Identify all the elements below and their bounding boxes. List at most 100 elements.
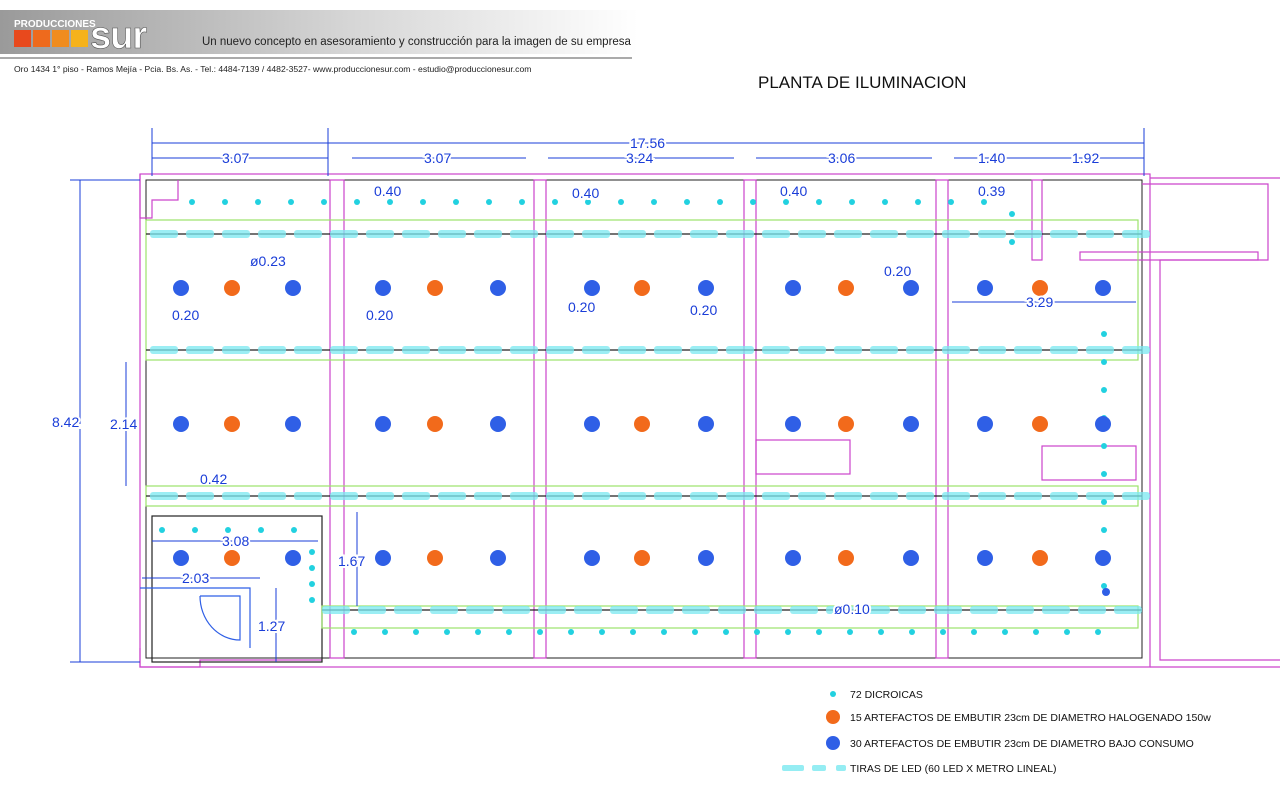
dicroica	[444, 629, 450, 635]
dicroica	[1101, 331, 1107, 337]
outer-wall	[139, 173, 1151, 668]
dicroica	[568, 629, 574, 635]
dicroica	[1009, 211, 1015, 217]
bajo-consumo-fixture	[698, 280, 714, 296]
led-strip-segment	[438, 230, 466, 238]
dicroica	[882, 199, 888, 205]
dicroica	[159, 527, 165, 533]
dim-seg4: 3.06	[828, 150, 855, 166]
halogen-fixture	[634, 550, 650, 566]
led-strip-segment	[1050, 492, 1078, 500]
dim-gap-d: 0.20	[690, 302, 717, 318]
led-strip-segment	[1122, 492, 1150, 500]
led-strip-segment	[538, 606, 566, 614]
led-strip-segment	[222, 492, 250, 500]
halogen-fixture	[427, 280, 443, 296]
walls	[139, 173, 1280, 668]
niche-2	[1041, 445, 1137, 481]
led-strip-segment	[942, 346, 970, 354]
legend-led-swatch-2	[812, 765, 826, 771]
led-strip-segment	[1078, 606, 1106, 614]
led-strip-segment	[186, 346, 214, 354]
dicroica	[785, 629, 791, 635]
bajo-consumo-fixture	[584, 416, 600, 432]
led-strip-segment	[150, 230, 178, 238]
dicroica	[1095, 629, 1101, 635]
logo-block-1	[14, 30, 31, 47]
bajo-consumo-fixture	[285, 416, 301, 432]
dicroica	[255, 199, 261, 205]
dicroica	[878, 629, 884, 635]
led-strip-segment	[618, 230, 646, 238]
fixtures	[173, 280, 1111, 596]
led-strip-segment	[790, 606, 818, 614]
dim-seg6: 1.92	[1072, 150, 1099, 166]
halogen-fixture	[224, 280, 240, 296]
bajo-consumo-fixture	[584, 550, 600, 566]
led-strip-segment	[438, 346, 466, 354]
dicroica	[909, 629, 915, 635]
header-band	[0, 10, 638, 54]
led-strip-segment	[798, 492, 826, 500]
niche-1	[755, 439, 851, 475]
logo-block-2	[33, 30, 50, 47]
dim-off2: 0.40	[572, 185, 599, 201]
led-strip-segment	[1014, 230, 1042, 238]
dicroica	[783, 199, 789, 205]
dicroica	[1101, 555, 1107, 561]
led-strip-segment	[510, 492, 538, 500]
inner-wall	[145, 179, 1143, 659]
led-strips	[150, 230, 1150, 614]
dim-seg3: 3.24	[626, 150, 653, 166]
dicroica	[849, 199, 855, 205]
led-strip-segment	[358, 606, 386, 614]
dicroica	[750, 199, 756, 205]
bottom-left-notch	[139, 648, 322, 668]
led-strip-segment	[510, 346, 538, 354]
dim-office-w: 3.08	[222, 533, 249, 549]
led-strip-segment	[582, 492, 610, 500]
dicroica	[387, 199, 393, 205]
led-strip-segment	[466, 606, 494, 614]
dicroica	[222, 199, 228, 205]
dicroica	[537, 629, 543, 635]
led-strip-segment	[870, 230, 898, 238]
right-annex	[1142, 183, 1280, 661]
led-strip-segment	[258, 230, 286, 238]
led-strip-segment	[1014, 492, 1042, 500]
tagline: Un nuevo concepto en asesoramiento y con…	[202, 36, 632, 48]
dicroica	[413, 629, 419, 635]
led-strip-segment	[1006, 606, 1034, 614]
halogen-fixture	[224, 550, 240, 566]
col-1	[329, 179, 345, 659]
legend-halogen-swatch	[826, 710, 840, 724]
dicroica	[321, 199, 327, 205]
dim-office-h: 1.67	[338, 553, 365, 569]
led-strip-segment	[834, 230, 862, 238]
legend-led-swatch-3	[836, 765, 846, 771]
dim-gap-e: 0.20	[884, 263, 911, 279]
dicroica	[1101, 415, 1107, 421]
dicroica	[309, 549, 315, 555]
dicroica	[948, 199, 954, 205]
led-strip-segment	[222, 346, 250, 354]
led-strip-segment	[1042, 606, 1070, 614]
dicroica	[192, 527, 198, 533]
led-strip-segment	[1122, 346, 1150, 354]
halogen-fixture	[427, 416, 443, 432]
door-frame	[140, 587, 251, 648]
led-strip-segment	[402, 346, 430, 354]
halogen-fixture	[1032, 550, 1048, 566]
bajo-consumo-fixture	[977, 550, 993, 566]
dicroica	[971, 629, 977, 635]
dim-diameter-bottom: ø0.10	[834, 601, 870, 617]
bajo-consumo-fixture	[490, 280, 506, 296]
bajo-consumo-fixture	[375, 550, 391, 566]
bajo-consumo-fixture	[1095, 416, 1111, 432]
led-strip-segment	[906, 492, 934, 500]
led-strip-segment	[934, 606, 962, 614]
led-strip-segment	[826, 606, 854, 614]
legend-dicroica-swatch	[830, 691, 836, 697]
bajo-consumo-fixture	[785, 416, 801, 432]
